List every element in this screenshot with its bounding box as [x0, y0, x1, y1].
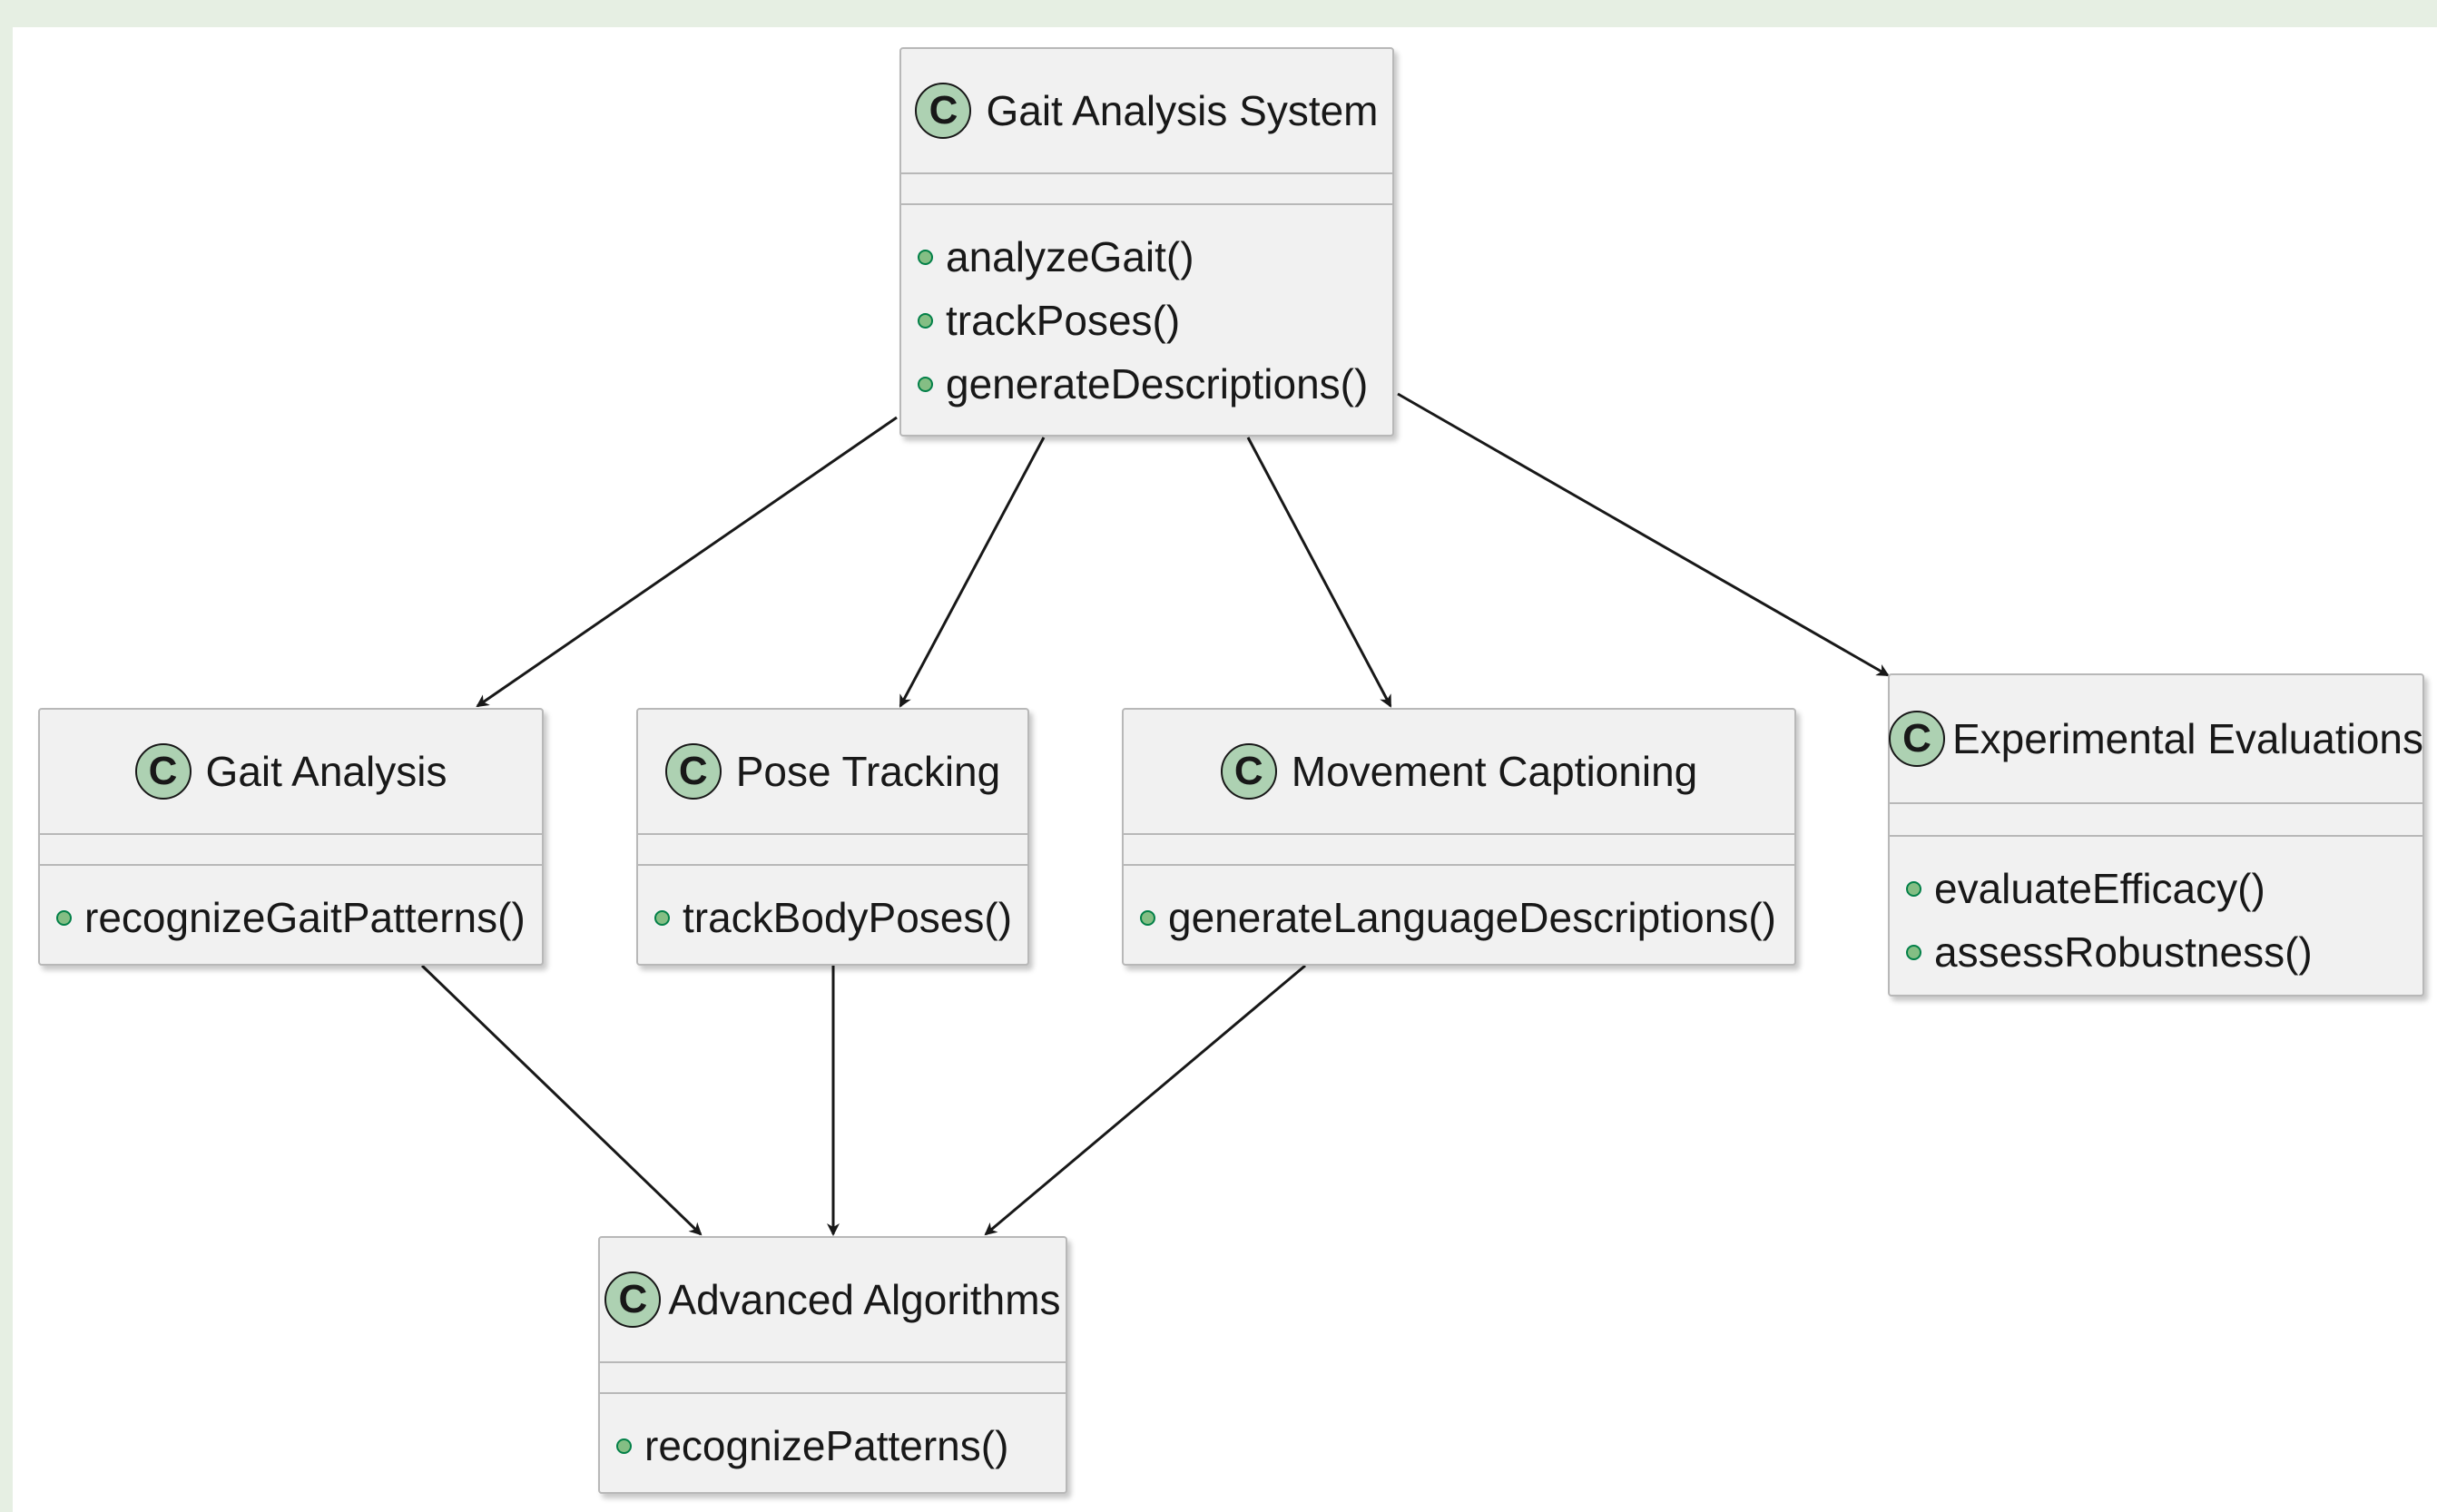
class-gait-analysis-system[interactable]: C Gait Analysis System analyzeGait() tra…	[899, 47, 1394, 437]
class-movement-captioning[interactable]: C Movement Captioning generateLanguageDe…	[1122, 708, 1796, 966]
public-visibility-icon	[918, 249, 933, 265]
class-header: C Advanced Algorithms	[600, 1238, 1066, 1363]
method-item: generateLanguageDescriptions()	[1140, 886, 1794, 949]
method-name: assessRobustness()	[1934, 928, 2313, 976]
public-visibility-icon	[616, 1438, 632, 1454]
method-item: recognizeGaitPatterns()	[56, 886, 542, 949]
class-methods-compartment: generateLanguageDescriptions()	[1124, 866, 1794, 964]
class-stereotype-icon: C	[134, 743, 192, 800]
class-advanced-algorithms[interactable]: C Advanced Algorithms recognizePatterns(…	[598, 1236, 1067, 1494]
class-header: C Gait Analysis	[40, 710, 542, 835]
method-item: trackBodyPoses()	[654, 886, 1027, 949]
method-name: generateLanguageDescriptions()	[1168, 894, 1776, 941]
class-stereotype-icon: C	[664, 743, 722, 800]
class-header: C Movement Captioning	[1124, 710, 1794, 835]
public-visibility-icon	[1906, 880, 1921, 897]
class-fields-compartment	[600, 1363, 1066, 1394]
public-visibility-icon	[1906, 944, 1921, 960]
public-visibility-icon	[918, 312, 933, 329]
class-fields-compartment	[40, 835, 542, 866]
class-name: Experimental Evaluations	[1951, 715, 2424, 762]
class-fields-compartment	[901, 174, 1392, 205]
public-visibility-icon	[654, 909, 670, 926]
public-visibility-icon	[1140, 909, 1155, 926]
class-stereotype-icon: C	[915, 83, 972, 139]
public-visibility-icon	[56, 909, 72, 926]
method-item: evaluateEfficacy()	[1906, 857, 2422, 920]
method-name: recognizeGaitPatterns()	[84, 894, 526, 941]
class-experimental-evaluations[interactable]: C Experimental Evaluations evaluateEffic…	[1888, 673, 2424, 997]
method-item: generateDescriptions()	[918, 352, 1392, 416]
class-pose-tracking[interactable]: C Pose Tracking trackBodyPoses()	[636, 708, 1029, 966]
method-name: analyzeGait()	[946, 233, 1194, 280]
class-gait-analysis[interactable]: C Gait Analysis recognizeGaitPatterns()	[38, 708, 544, 966]
class-name: Advanced Algorithms	[668, 1276, 1061, 1323]
method-item: trackPoses()	[918, 289, 1392, 352]
public-visibility-icon	[918, 376, 933, 392]
class-name: Pose Tracking	[735, 748, 1001, 795]
method-name: generateDescriptions()	[946, 360, 1369, 407]
class-stereotype-icon: C	[1220, 743, 1277, 800]
class-header: C Gait Analysis System	[901, 49, 1392, 174]
method-name: recognizePatterns()	[644, 1422, 1009, 1469]
method-item: recognizePatterns()	[616, 1414, 1066, 1478]
method-name: trackPoses()	[946, 297, 1181, 344]
class-name: Gait Analysis	[205, 748, 447, 795]
class-fields-compartment	[1124, 835, 1794, 866]
class-fields-compartment	[638, 835, 1027, 866]
class-header: C Experimental Evaluations	[1888, 675, 2424, 804]
class-methods-compartment: evaluateEfficacy() assessRobustness()	[1890, 837, 2422, 995]
class-name: Gait Analysis System	[986, 87, 1379, 134]
method-item: analyzeGait()	[918, 225, 1392, 289]
class-fields-compartment	[1890, 804, 2422, 837]
class-name: Movement Captioning	[1291, 748, 1698, 795]
class-stereotype-icon: C	[1888, 711, 1945, 767]
class-header: C Pose Tracking	[638, 710, 1027, 835]
method-item: assessRobustness()	[1906, 920, 2422, 984]
class-methods-compartment: recognizePatterns()	[600, 1394, 1066, 1492]
class-methods-compartment: recognizeGaitPatterns()	[40, 866, 542, 964]
class-methods-compartment: trackBodyPoses()	[638, 866, 1027, 964]
class-stereotype-icon: C	[604, 1271, 662, 1328]
method-name: evaluateEfficacy()	[1934, 865, 2265, 912]
class-methods-compartment: analyzeGait() trackPoses() generateDescr…	[901, 205, 1392, 435]
method-name: trackBodyPoses()	[683, 894, 1013, 941]
